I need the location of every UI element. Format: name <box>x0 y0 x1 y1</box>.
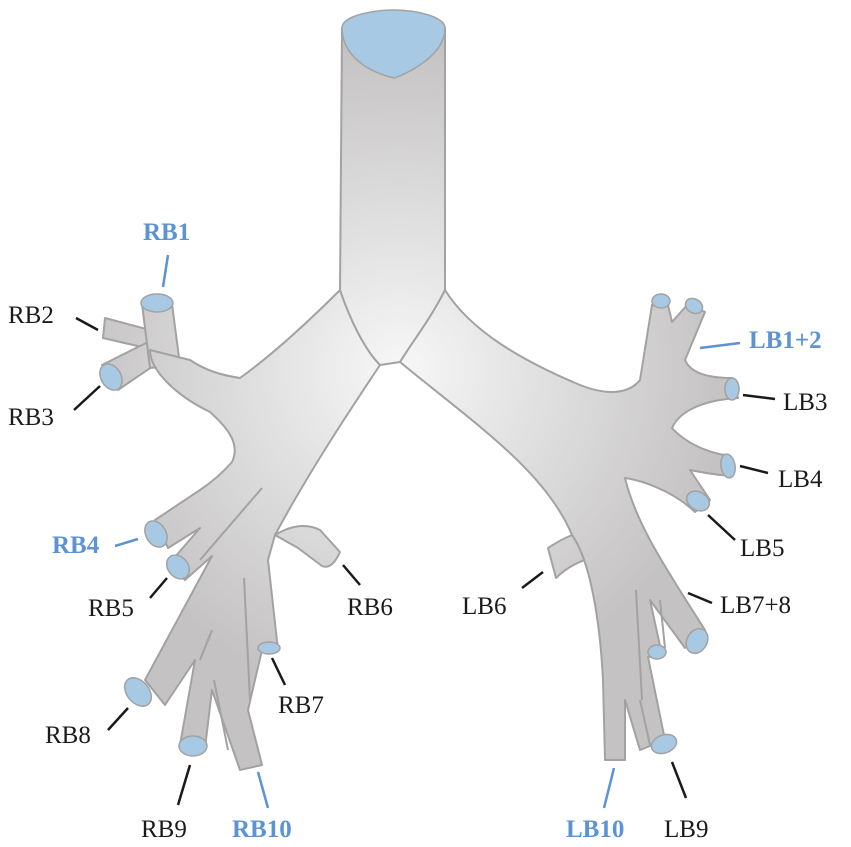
lb12-lumen-b <box>684 297 704 315</box>
leader-rb5 <box>149 577 168 599</box>
label-lb6: LB6 <box>462 593 507 620</box>
label-lb7-8: LB7+8 <box>720 592 792 619</box>
lb9-lumen <box>650 733 678 755</box>
rb9-lumen <box>178 735 208 757</box>
lb78-lumen-a <box>685 627 709 655</box>
rb4-lumen <box>144 520 168 548</box>
leader-lb10 <box>602 767 616 809</box>
label-rb10: RB10 <box>232 816 292 843</box>
rb8-lumen <box>123 677 153 707</box>
label-lb4: LB4 <box>778 466 823 493</box>
leader-lb9 <box>670 761 688 799</box>
rb3-lumen <box>99 363 123 391</box>
label-lb3: LB3 <box>783 389 828 416</box>
label-lb9: LB9 <box>664 816 709 843</box>
seam-rb9 <box>213 679 229 751</box>
rb6-branch <box>274 525 341 568</box>
left-main-bronchus <box>399 289 739 761</box>
leader-rb3 <box>73 385 101 411</box>
label-rb4: RB4 <box>52 532 100 559</box>
leader-lb4 <box>739 464 769 475</box>
label-lb5: LB5 <box>740 535 785 562</box>
label-rb5: RB5 <box>88 595 134 622</box>
label-rb3: RB3 <box>8 404 54 431</box>
lb78-lumen-b <box>647 644 667 660</box>
seam-lb9 <box>639 699 651 746</box>
label-rb1: RB1 <box>143 219 191 246</box>
leader-rb6 <box>342 564 361 586</box>
lb3-lumen <box>724 377 740 401</box>
rb7-lumen <box>257 641 281 655</box>
label-rb2: RB2 <box>8 302 54 329</box>
label-lb10: LB10 <box>566 816 625 843</box>
label-rb6: RB6 <box>347 594 393 621</box>
label-lb1-2: LB1+2 <box>749 327 822 354</box>
leader-rb8 <box>107 707 129 731</box>
seam-rb7 <box>243 577 251 701</box>
seam-rb-lower <box>199 487 263 561</box>
branch-seams <box>199 487 666 751</box>
label-rb7: RB7 <box>278 692 324 719</box>
airway-tree <box>101 27 739 771</box>
seam-rb8 <box>199 629 213 661</box>
right-main-bronchus <box>144 289 381 771</box>
lb4-lumen <box>720 453 736 479</box>
leader-lines <box>73 254 776 809</box>
label-rb9: RB9 <box>141 816 187 843</box>
label-rb8: RB8 <box>45 722 91 749</box>
seam-lb-lower <box>635 589 643 701</box>
rb5-lumen <box>165 554 191 580</box>
trachea-lumen <box>341 9 446 79</box>
leader-lb3 <box>742 393 776 401</box>
seam-lb78 <box>659 599 666 649</box>
rb1-lumen <box>140 293 174 313</box>
leader-lb6 <box>521 571 544 589</box>
leader-rb7 <box>270 657 287 686</box>
leader-rb10 <box>256 771 270 809</box>
leader-rb4 <box>114 537 139 548</box>
lumen-openings <box>99 9 740 757</box>
leader-rb2 <box>75 316 99 332</box>
lb12-lumen-a <box>651 293 671 309</box>
leader-lb78 <box>687 591 713 605</box>
leader-rb1 <box>161 254 170 288</box>
trachea <box>339 27 446 366</box>
leader-lb5 <box>707 514 736 541</box>
leader-lb12 <box>699 341 741 350</box>
lb5-lumen <box>685 490 711 512</box>
leader-rb9 <box>176 764 192 806</box>
